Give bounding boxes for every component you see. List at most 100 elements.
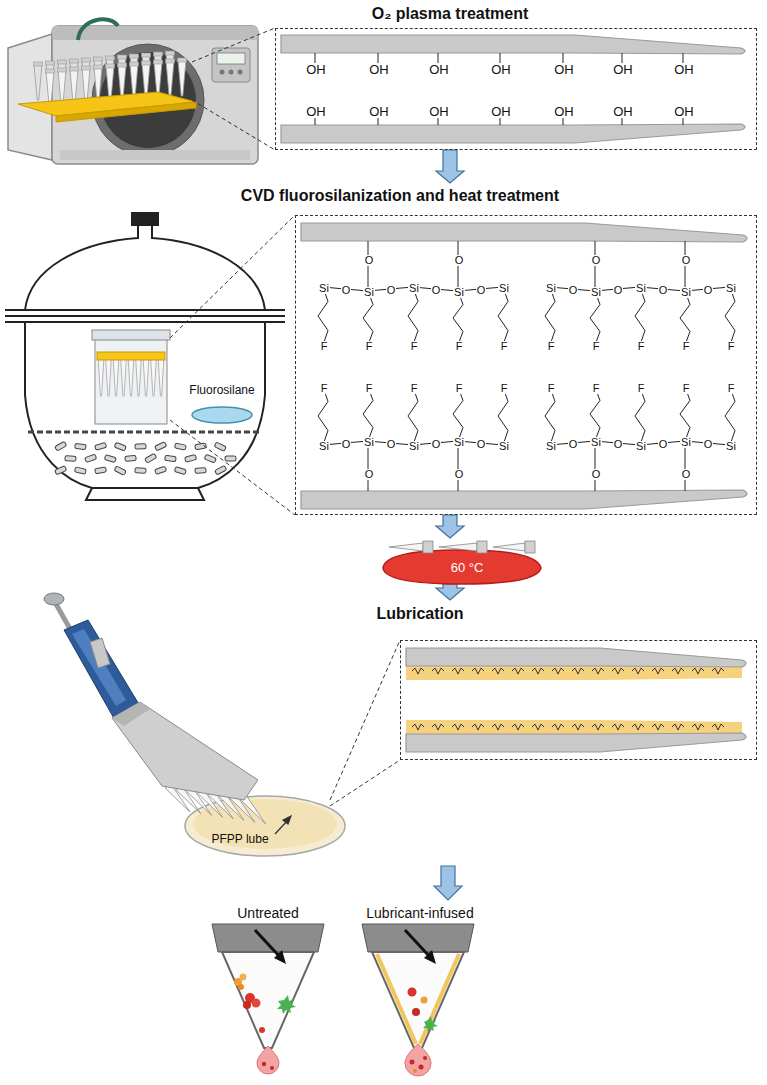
desiccant-piece [135, 468, 146, 474]
atom-label: Si [453, 437, 465, 448]
fluoroalkyl-chain [408, 387, 418, 445]
atom-label: Si [363, 437, 375, 448]
fluoroalkyl-chain [512, 668, 524, 674]
fluoroalkyl-chain [672, 668, 684, 674]
tip-rack [97, 352, 165, 360]
pipette-tip [121, 356, 127, 396]
autoclave [78, 19, 118, 40]
autoclave [220, 70, 225, 75]
multichannel-pipette [112, 702, 258, 800]
tip-wall [301, 490, 747, 509]
fluoroalkyl-chain [680, 291, 690, 345]
pipette-tip [166, 59, 175, 63]
pipette-tip [46, 69, 55, 73]
hot-plate: 60 °C [375, 538, 547, 584]
fluoroalkyl-chain [590, 387, 600, 441]
step-heading: Lubrication [376, 604, 463, 623]
desiccant-piece [185, 455, 197, 463]
fluoroalkyl-chain [692, 668, 704, 674]
atom-label: O [364, 469, 375, 480]
pipette-tip [82, 66, 91, 70]
atom-label: O [681, 255, 692, 266]
lubrication-zoom-panel: Lubrication [335, 600, 757, 760]
hydroxyl-label: OH [612, 63, 634, 76]
untreated-tip [222, 952, 314, 1048]
atom-label: O [658, 285, 669, 296]
pipette-tip [166, 61, 174, 97]
petri-dish [185, 796, 345, 856]
pipette-tip [82, 58, 91, 62]
atom-label: F [455, 383, 464, 394]
pipette-tip [154, 60, 163, 64]
desiccator [5, 213, 285, 500]
desiccator [28, 431, 262, 434]
pipette-tip [154, 52, 163, 56]
annotation-label: Lubricant-infused [366, 906, 473, 921]
fluoroalkyl-chain [545, 387, 555, 445]
pipette-tip [493, 543, 525, 551]
pipette-tip [136, 356, 142, 396]
multichannel-pipette [90, 638, 110, 668]
pipette-tip [142, 53, 151, 57]
atom-label: O [431, 285, 442, 296]
atom-label: O [364, 255, 375, 266]
desiccator [132, 213, 158, 225]
zoom-box [400, 640, 757, 760]
lubricant-infused-tip [405, 930, 430, 957]
fluoroalkyl-chain [612, 668, 624, 674]
untreated-tip [270, 1066, 274, 1070]
fluoroalkyl-chain [498, 287, 508, 345]
hydroxyl-label: OH [368, 105, 390, 118]
atom-label: Si [453, 287, 465, 298]
fluoroalkyl-chain [592, 668, 604, 674]
multichannel-pipette [64, 620, 140, 722]
pipette-tip [178, 60, 186, 96]
untreated-tip [240, 974, 247, 981]
fluoroalkyl-chain [712, 724, 724, 730]
desiccant-piece [75, 443, 87, 449]
desiccant-piece [95, 467, 107, 474]
pipette-tip [151, 356, 157, 396]
fluoroalkyl-chain [412, 668, 424, 674]
pipette-tip [439, 543, 477, 551]
atom-label: F [592, 341, 601, 352]
atom-label: Si [498, 283, 510, 294]
desiccant-piece [114, 466, 126, 475]
desiccant [55, 441, 236, 475]
atom-label: O [568, 285, 579, 296]
tip-rack [56, 102, 196, 122]
atom-label: O [454, 255, 465, 266]
fluoroalkyl-chain [572, 724, 584, 730]
pipette-tip [58, 60, 67, 64]
desiccant-piece [55, 466, 67, 475]
fluoroalkyl-chain [453, 291, 463, 345]
lubricant-layer [406, 666, 742, 680]
atom-label: O [454, 469, 465, 480]
tip-wall [281, 35, 745, 54]
zoom-leader [170, 215, 295, 338]
step-heading: O₂ plasma treatment [372, 4, 529, 23]
pipette-tip [118, 63, 127, 67]
atom-label: Si [590, 437, 602, 448]
atom-label: F [547, 383, 556, 394]
desiccator [152, 225, 265, 310]
zoom-leader [330, 640, 400, 800]
atom-label: Si [545, 441, 557, 452]
lubricant-infused-tip [421, 997, 428, 1004]
fluoroalkyl-chain [472, 668, 484, 674]
pipette-tip [94, 57, 103, 61]
atom-label: O [476, 285, 487, 296]
untreated-tip [257, 1046, 279, 1074]
pipette-tip [70, 67, 79, 71]
tip-wall [406, 733, 746, 752]
process-arrow [436, 515, 464, 538]
tip-box [95, 338, 167, 424]
atom-label: Si [590, 287, 602, 298]
fluoroalkyl-chain [652, 668, 664, 674]
fluoroalkyl-chain [432, 724, 444, 730]
hydroxyl-label: OH [305, 63, 327, 76]
tip-rack [97, 352, 165, 360]
atom-label: O [613, 439, 624, 450]
